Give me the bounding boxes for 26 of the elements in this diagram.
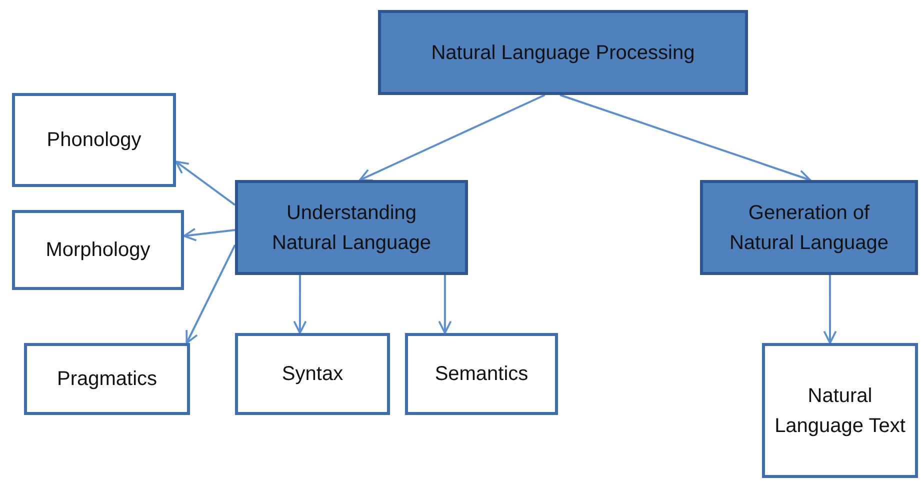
topic-box xyxy=(12,93,176,187)
node-label: Pragmatics xyxy=(56,367,158,392)
topic-box xyxy=(235,333,390,415)
topic-box xyxy=(762,343,918,478)
process-box xyxy=(235,180,468,275)
node-label: Semantics xyxy=(434,362,530,387)
arrow xyxy=(438,275,452,334)
topic-box xyxy=(405,333,558,415)
node-label: Morphology xyxy=(44,238,152,263)
arrow xyxy=(823,275,837,344)
arrow xyxy=(560,94,812,183)
topic-box xyxy=(24,343,190,415)
arrow xyxy=(175,160,236,206)
arrow xyxy=(293,275,307,334)
arrow xyxy=(186,244,236,344)
node-label: Phonology xyxy=(46,128,142,153)
arrow xyxy=(183,228,236,242)
node-label: Syntax xyxy=(280,362,344,387)
node-label: Natural Language Processing xyxy=(430,40,696,66)
process-box xyxy=(378,10,748,95)
node-label: Generation of Natural Language xyxy=(728,200,890,256)
topic-box xyxy=(12,210,184,290)
arrow xyxy=(358,94,546,182)
node-label: Understanding Natural Language xyxy=(270,200,432,256)
process-box xyxy=(700,180,918,275)
node-label: Natural Language Text xyxy=(774,384,906,438)
